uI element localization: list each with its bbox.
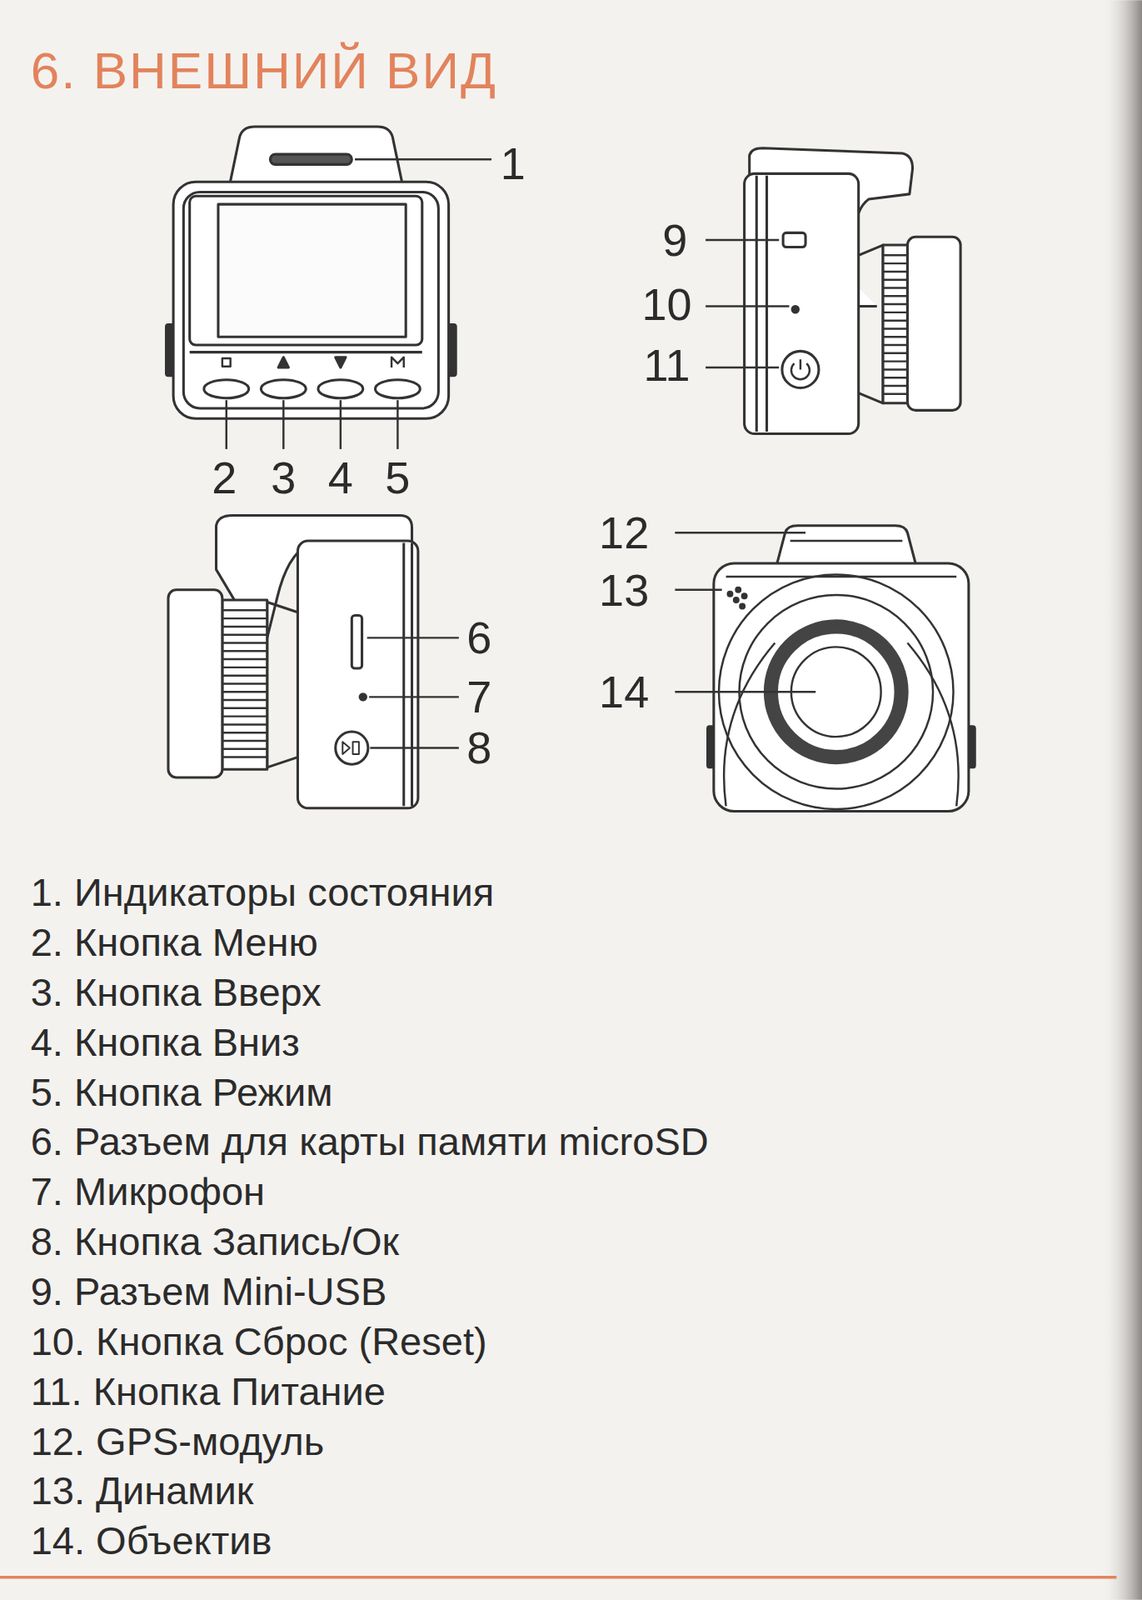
callout-number: 11 bbox=[643, 342, 691, 388]
callout-number: 10 bbox=[642, 281, 693, 327]
callout-number: 7 bbox=[466, 673, 492, 719]
page-shadow bbox=[1101, 0, 1142, 1599]
part-list-item: 13. Динамик bbox=[30, 1467, 255, 1513]
callout-number: 12 bbox=[598, 509, 649, 555]
part-list-item: 14. Объектив bbox=[30, 1517, 273, 1563]
part-list-item: 12. GPS-модуль bbox=[30, 1418, 325, 1464]
callout-number: 3 bbox=[270, 454, 296, 500]
callout-number: 1 bbox=[500, 140, 526, 186]
part-list-item: 11. Кнопка Питание bbox=[30, 1368, 386, 1414]
callout-number: 8 bbox=[466, 724, 492, 770]
callout-number: 13 bbox=[598, 567, 649, 613]
callout-number: 4 bbox=[328, 454, 354, 500]
part-list-item: 3. Кнопка Вверх bbox=[30, 969, 322, 1015]
part-list-item: 8. Кнопка Запись/Ок bbox=[30, 1218, 399, 1264]
front-view bbox=[166, 126, 492, 449]
part-list-item: 7. Микрофон bbox=[30, 1168, 265, 1214]
part-list-item: 5. Кнопка Режим bbox=[30, 1068, 334, 1114]
part-list-item: 9. Разъем Mini-USB bbox=[30, 1268, 388, 1314]
part-list-item: 2. Кнопка Меню bbox=[30, 919, 319, 965]
callout-number: 5 bbox=[384, 454, 410, 500]
rule-line bbox=[0, 1575, 1117, 1579]
right-side-view bbox=[705, 148, 961, 434]
left-side-view bbox=[168, 514, 459, 808]
part-list-item: 4. Кнопка Вниз bbox=[30, 1019, 300, 1065]
part-list-item: 10. Кнопка Сброс (Reset) bbox=[30, 1318, 488, 1364]
callout-number: 9 bbox=[662, 217, 688, 263]
callout-number: 6 bbox=[466, 614, 492, 660]
section-title: 6. ВНЕШНИЙ ВИД bbox=[30, 40, 498, 100]
part-list-item: 6. Разъем для карты памяти microSD bbox=[30, 1118, 709, 1164]
callout-number: 14 bbox=[598, 668, 649, 714]
part-list-item: 1. Индикаторы состояния bbox=[30, 869, 494, 915]
lens-view bbox=[674, 525, 975, 812]
callout-number: 2 bbox=[211, 454, 237, 500]
